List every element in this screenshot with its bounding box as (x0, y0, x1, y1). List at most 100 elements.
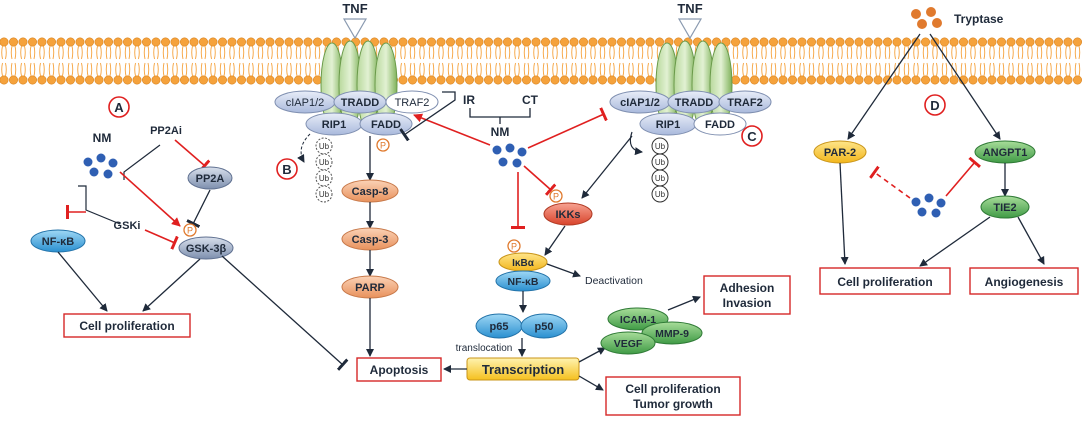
ub-chain-solid (651, 137, 669, 203)
lipid-tail (90, 62, 93, 77)
lipid-tail (96, 45, 98, 60)
lipid-head (227, 75, 237, 85)
lipid-head (911, 37, 921, 47)
tnf-label-left: TNF (342, 1, 367, 16)
lipid-tail (109, 45, 112, 60)
lipid-tail (552, 62, 554, 77)
lipid-tail (1002, 62, 1005, 77)
lipid-tail (907, 45, 910, 60)
lipid-tail (989, 45, 991, 60)
mmp9-label: MMP-9 (655, 328, 689, 340)
lipid-tail (20, 62, 22, 77)
lipid-tail (770, 62, 773, 77)
lipid-tail (1, 45, 3, 60)
lipid-head (996, 37, 1006, 47)
lipid-head (559, 37, 569, 47)
lipid-tail (480, 45, 482, 60)
phospho-gsk-label: P (187, 226, 193, 236)
lipid-tail (181, 45, 184, 60)
lipid-head (968, 75, 978, 85)
lipid-head (1054, 75, 1064, 85)
lipid-tail (81, 45, 83, 60)
lipid-tail (299, 62, 302, 77)
lipid-tail (628, 45, 630, 60)
ub-label: Ub (655, 142, 666, 151)
lipid-tail (575, 45, 577, 60)
lipid-tail (850, 45, 853, 60)
lipid-head (854, 75, 864, 85)
mmp9-node (641, 321, 703, 345)
lipid-tail (599, 62, 602, 77)
lipid-tail (651, 62, 653, 77)
lipid-tail (271, 45, 273, 60)
nanomaterial-dots-a (83, 153, 118, 179)
lipid-tail (917, 62, 919, 77)
lipid-tail (1012, 62, 1014, 77)
lipid-tail (932, 62, 934, 77)
lipid-head (873, 37, 883, 47)
cell-proliferation-label-d: Cell proliferation (837, 275, 932, 289)
lipid-tail (314, 62, 317, 77)
lipid-head (787, 37, 797, 47)
lipid-tail (533, 45, 535, 60)
lipid-head (806, 75, 816, 85)
lipid-head (939, 37, 949, 47)
lipid-head (626, 37, 636, 47)
lipid-tail (461, 45, 463, 60)
lipid-head (170, 75, 180, 85)
lipid-tail (993, 45, 995, 60)
lipid-tail (5, 45, 7, 60)
lipid-tail (100, 62, 102, 77)
lipid-tail (442, 62, 444, 77)
lipid-head (797, 37, 807, 47)
lipid-tail (603, 45, 606, 60)
lipid-tail (822, 45, 824, 60)
lipid-head (1073, 37, 1083, 47)
lipid-tail (43, 62, 45, 77)
lipid-tail (252, 45, 254, 60)
gsk3b-label: GSK-3β (186, 243, 227, 255)
lipid-tail (784, 45, 786, 60)
lipid-tail (789, 62, 792, 77)
lipid-head (787, 75, 797, 85)
lipid-head (113, 75, 123, 85)
lipid-tail (404, 45, 406, 60)
pp2a-node (187, 166, 233, 190)
lipid-tail (109, 62, 112, 77)
lipid-tail (286, 45, 288, 60)
lipid-tail (86, 45, 89, 60)
lipid-tail (765, 62, 767, 77)
lipid-tail (166, 62, 169, 77)
lipid-tail (24, 62, 26, 77)
p65-label: p65 (490, 321, 509, 333)
traf2-node-right (718, 90, 772, 114)
lipid-head (901, 37, 911, 47)
lipid-tail (252, 62, 254, 77)
lipid-tail (318, 45, 321, 60)
lipid-tail (603, 62, 606, 77)
lipid-head (104, 37, 114, 47)
lipid-tail (242, 62, 245, 77)
lipid-tail (575, 62, 577, 77)
nfkb-label-center: NF-κB (508, 276, 539, 288)
lipid-head (778, 75, 788, 85)
lipid-tail (400, 62, 402, 77)
lipid-tail (837, 45, 839, 60)
lipid-tail (651, 45, 653, 60)
lipid-tail (732, 45, 735, 60)
lipid-tail (495, 62, 497, 77)
tnf-ligand-triangle (677, 18, 703, 40)
lipid-head (189, 75, 199, 85)
lipid-tail (584, 45, 587, 60)
panel-c-label: C (747, 129, 757, 144)
traf2-label-left: TRAF2 (395, 97, 430, 109)
lipid-tail (476, 62, 478, 77)
lipid-tail (115, 62, 117, 77)
lipid-tail (751, 62, 754, 77)
lipid-tail (637, 45, 640, 60)
lipid-head (246, 37, 256, 47)
lipid-tail (903, 62, 906, 77)
angiogenesis-box (969, 267, 1079, 295)
lipid-tail (432, 62, 435, 77)
lipid-tail (1036, 62, 1039, 77)
